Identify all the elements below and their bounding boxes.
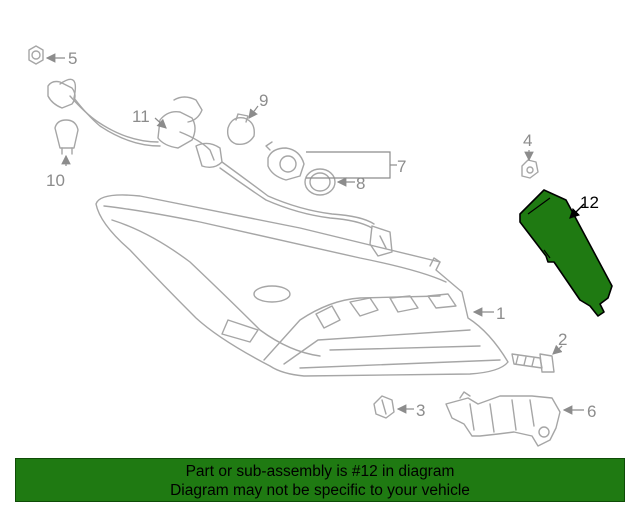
socket-wire-harness-part-11 bbox=[47, 78, 393, 257]
socket-part-7 bbox=[265, 141, 305, 181]
clip-part-3 bbox=[373, 395, 395, 419]
banner-line-2: Diagram may not be specific to your vehi… bbox=[170, 482, 470, 499]
callout-8: 8 bbox=[356, 174, 365, 193]
gasket-part-8 bbox=[304, 168, 336, 196]
highlighted-part-12 bbox=[519, 189, 613, 317]
callout-6: 6 bbox=[587, 402, 596, 421]
callout-1: 1 bbox=[496, 304, 505, 323]
bracket-part-6 bbox=[445, 391, 561, 447]
callout-7: 7 bbox=[397, 157, 406, 176]
info-banner: Part or sub-assembly is #12 in diagram D… bbox=[15, 458, 625, 502]
bulb-part-9 bbox=[226, 113, 255, 146]
clip-nut-part-5 bbox=[28, 45, 44, 65]
callout-4: 4 bbox=[523, 131, 532, 150]
callout-12: 12 bbox=[580, 193, 599, 212]
callout-9: 9 bbox=[259, 91, 268, 110]
screw-clip-part-4 bbox=[521, 159, 539, 179]
banner-line-1: Part or sub-assembly is #12 in diagram bbox=[185, 463, 455, 480]
callout-11: 11 bbox=[132, 107, 150, 126]
bulb-part-10 bbox=[54, 119, 79, 155]
callout-5: 5 bbox=[68, 49, 77, 68]
callout-3: 3 bbox=[416, 401, 425, 420]
bolt-part-2 bbox=[511, 353, 555, 373]
tail-lamp-assembly-part-1 bbox=[95, 194, 509, 377]
callout-10: 10 bbox=[46, 171, 65, 190]
callout-2: 2 bbox=[558, 330, 567, 349]
